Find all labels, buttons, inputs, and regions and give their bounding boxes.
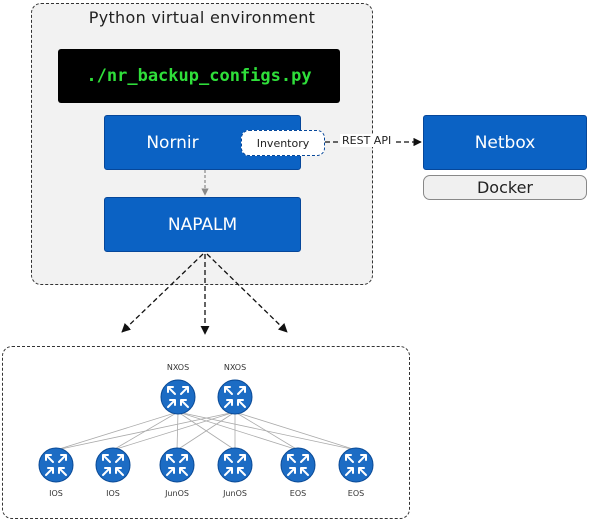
leaf-device-label: EOS — [347, 489, 365, 498]
router-icon — [160, 379, 196, 415]
router-icon — [338, 447, 374, 483]
router-icon — [217, 447, 253, 483]
mesh-link — [112, 411, 236, 451]
routers-layer — [38, 379, 374, 483]
napalm-arrow-left — [121, 253, 204, 333]
leaf-device-label: IOS — [106, 489, 120, 498]
mesh-link — [234, 411, 299, 451]
inventory-box: Inventory — [241, 130, 325, 156]
netbox-box: Netbox — [423, 115, 587, 170]
mesh-link — [234, 411, 357, 451]
command-terminal: ./nr_backup_configs.py — [58, 49, 340, 103]
leaf-device-label: EOS — [289, 489, 307, 498]
mesh-link — [176, 411, 236, 451]
leaf-device-label: JunOS — [165, 489, 189, 498]
router-icon — [217, 379, 253, 415]
mesh-link — [55, 411, 179, 451]
leaf-device-label: IOS — [49, 489, 63, 498]
router-icon — [280, 447, 316, 483]
leaf-device-label: JunOS — [223, 489, 247, 498]
napalm-arrow-right — [206, 253, 288, 333]
docker-box: Docker — [423, 175, 587, 200]
napalm-box: NAPALM — [104, 197, 301, 252]
mesh-link — [177, 411, 299, 451]
spine-device-label: NXOS — [166, 363, 190, 372]
device-mesh-links — [55, 411, 357, 451]
router-icon — [95, 447, 131, 483]
rest-api-label: REST API — [340, 134, 394, 147]
mesh-link — [176, 411, 179, 451]
mesh-link — [55, 411, 236, 451]
router-icon — [38, 447, 74, 483]
venv-title: Python virtual environment — [88, 8, 316, 27]
network-devices-container — [2, 346, 410, 519]
router-icon — [159, 447, 195, 483]
spine-device-label: NXOS — [223, 363, 247, 372]
